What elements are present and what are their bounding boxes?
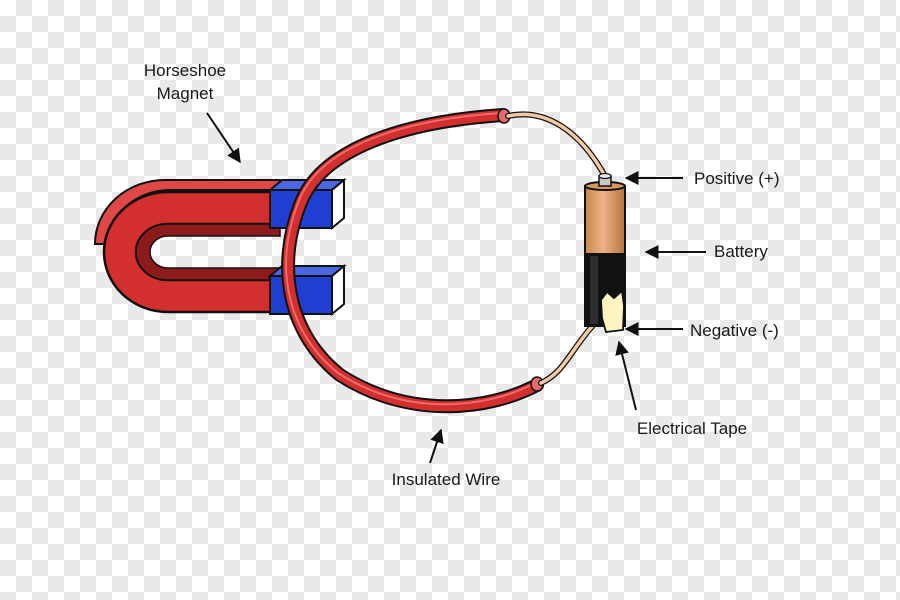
- label-horseshoe-line2: Magnet: [157, 84, 214, 103]
- battery: [584, 172, 626, 333]
- magnet-pole-lower: [267, 263, 347, 317]
- battery-tan-body: [584, 185, 626, 257]
- label-battery: Battery: [714, 242, 768, 261]
- label-horseshoe-line1: Horseshoe: [144, 61, 226, 80]
- arrow-magnet: [206, 112, 241, 164]
- label-positive: Positive (+): [694, 169, 780, 188]
- copper-leads: [505, 111, 609, 386]
- arrow-wire: [429, 428, 444, 464]
- insulated-wire: [281, 108, 544, 414]
- label-insulated-wire: Insulated Wire: [392, 470, 501, 489]
- arrow-tape: [615, 340, 637, 411]
- electrical-tape: [600, 289, 625, 333]
- magnet-body: [102, 190, 282, 314]
- label-arrows: [206, 112, 706, 464]
- label-electrical-tape: Electrical Tape: [637, 419, 747, 438]
- magnet-inner-shadow: [135, 223, 281, 281]
- label-negative: Negative (-): [690, 321, 779, 340]
